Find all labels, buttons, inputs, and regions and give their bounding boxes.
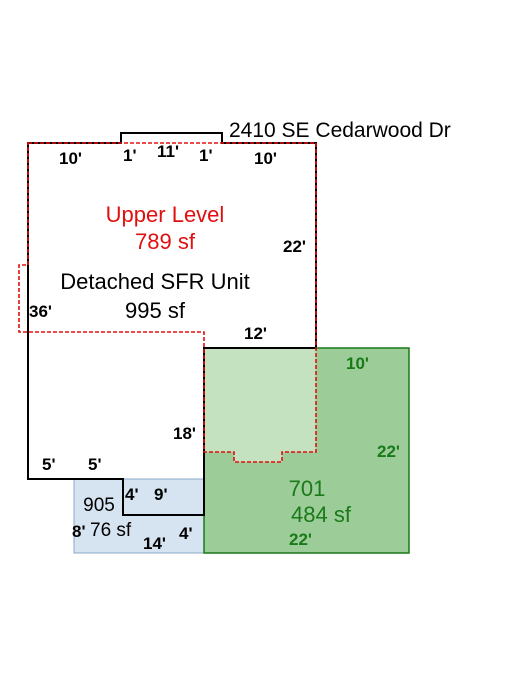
dim-left-side: 36' [29, 302, 52, 321]
dim-notch-top: 12' [244, 324, 267, 343]
dim-bump-top: 11' [157, 142, 179, 161]
dim-bottom-left-a: 5' [42, 455, 56, 474]
dim-blue-bottom: 14' [143, 534, 166, 553]
address-label: 2410 SE Cedarwood Dr [229, 119, 451, 142]
area-905-size: 76 sf [90, 520, 132, 541]
dim-blue-bottom-b: 4' [179, 524, 193, 543]
main-unit-name: Detached SFR Unit [60, 269, 250, 294]
dim-blue-left: 8' [72, 522, 86, 541]
dim-top-left: 10' [59, 149, 82, 168]
dim-notch-side: 18' [173, 424, 196, 443]
dim-green-right: 22' [377, 442, 400, 461]
dim-bump-right: 1' [199, 146, 213, 165]
dim-green-top: 10' [346, 354, 369, 373]
dim-right-side: 22' [283, 237, 306, 256]
area-701-overlap-shape [204, 348, 316, 462]
area-701-code: 701 [289, 476, 326, 501]
dim-bottom-left-b: 5' [88, 455, 102, 474]
dim-green-bottom: 22' [289, 530, 312, 549]
area-701-size: 484 sf [291, 502, 352, 527]
area-905-code: 905 [83, 495, 115, 516]
upper-level-size: 789 sf [135, 229, 196, 254]
upper-level-outline [18, 142, 317, 463]
main-unit-size: 995 sf [125, 298, 186, 323]
upper-level-name: Upper Level [106, 202, 225, 227]
dim-step-b: 9' [154, 485, 168, 504]
main-floor-outline [27, 132, 317, 516]
dim-top-right: 10' [254, 149, 277, 168]
dim-bump-left: 1' [123, 146, 137, 165]
dim-step-a: 4' [125, 485, 139, 504]
